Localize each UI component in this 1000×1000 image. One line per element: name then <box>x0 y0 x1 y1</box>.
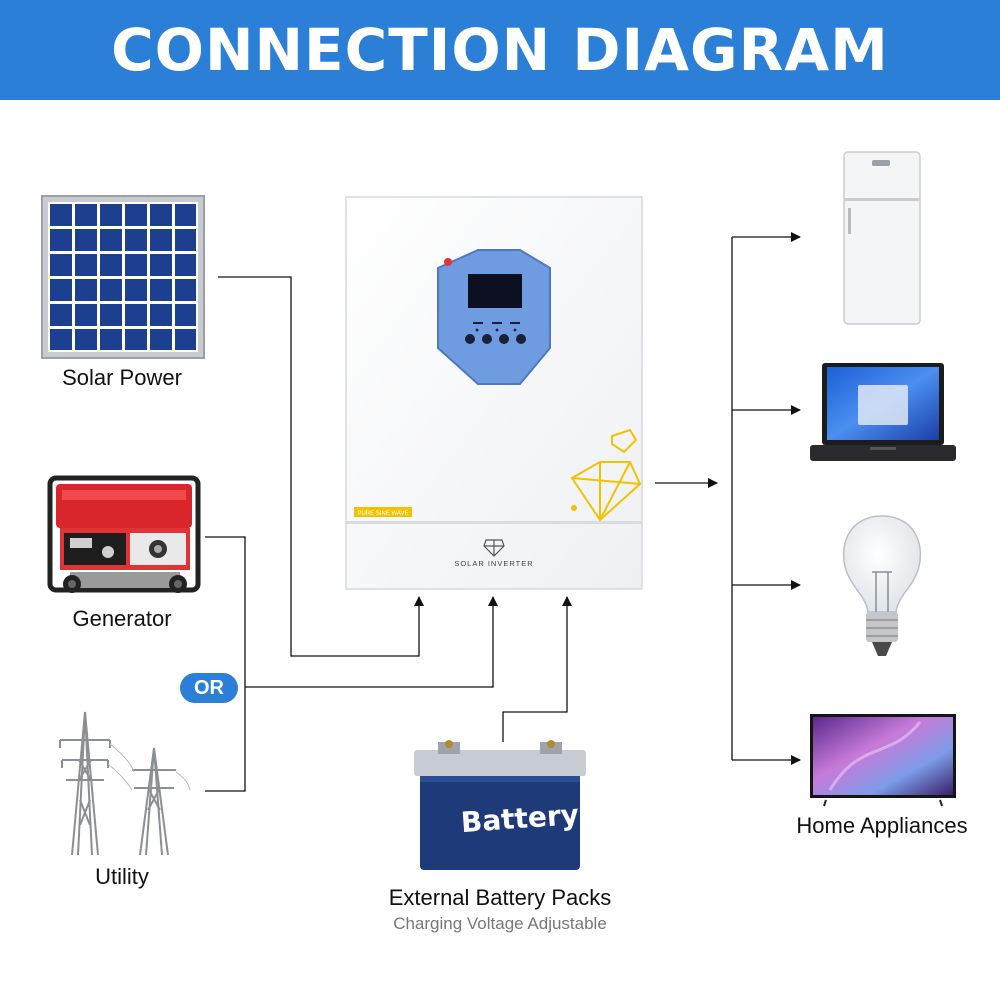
battery-label: External Battery Packs <box>388 885 612 910</box>
generator-utility-connector <box>205 536 246 792</box>
light-bulb-icon <box>842 515 922 656</box>
solar-power-label: Solar Power <box>62 365 182 390</box>
generator-icon <box>47 475 201 593</box>
television-icon <box>810 714 956 807</box>
home-appliances-label: Home Appliances <box>796 813 968 838</box>
utility-label: Utility <box>95 864 149 889</box>
pure-sine-tag <box>354 507 412 517</box>
page-title: CONNECTION DIAGRAM <box>111 16 889 84</box>
grid-connector <box>245 596 498 688</box>
battery-connector <box>502 596 572 742</box>
inverter-brand-text: SOLAR INVERTER <box>454 559 533 568</box>
laptop-icon <box>810 363 956 461</box>
utility-pylon-icon <box>59 711 191 856</box>
pure-sine-text: PURE SINE WAVE <box>357 511 408 517</box>
inverter-unit: PURE SINE WAVE SOLAR INVERTER <box>345 196 643 590</box>
display-panel <box>437 249 551 385</box>
status-led <box>444 258 452 266</box>
panel-buttons <box>465 334 526 344</box>
or-badge: OR <box>180 673 238 703</box>
battery-sublabel: Charging Voltage Adjustable <box>393 914 607 933</box>
header-banner: CONNECTION DIAGRAM <box>0 0 1000 100</box>
refrigerator-icon <box>843 151 921 325</box>
connection-lines <box>205 232 801 792</box>
lcd-screen <box>468 274 522 308</box>
generator-label: Generator <box>72 606 172 631</box>
solar-panel-icon <box>41 195 205 359</box>
solar-connector <box>218 276 424 657</box>
battery-case-text: Battery <box>460 798 580 839</box>
inverter-brand-logo-icon <box>483 539 505 557</box>
battery-icon: Battery <box>414 740 586 870</box>
diamond-logo-icon <box>570 428 642 522</box>
